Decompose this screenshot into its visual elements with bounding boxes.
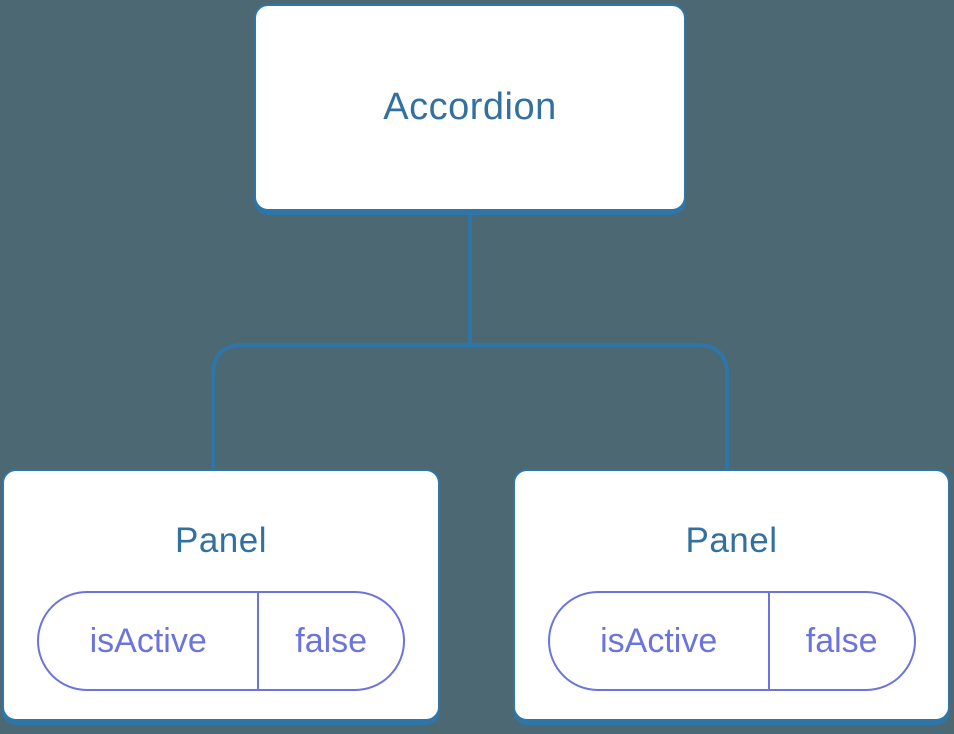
- state-value: false: [295, 621, 368, 660]
- tree-node-panel-2: Panel isActive false: [513, 469, 950, 721]
- state-pill: isActive false: [37, 591, 405, 691]
- tree-node-panel-1: Panel isActive false: [2, 469, 440, 721]
- state-name: isActive: [39, 593, 260, 689]
- state-name: isActive: [550, 593, 770, 689]
- node-title-panel-1: Panel: [174, 521, 268, 560]
- state-pill: isActive false: [547, 591, 916, 691]
- state-value: false: [805, 621, 878, 660]
- node-title-accordion: Accordion: [383, 86, 557, 128]
- node-title-panel-2: Panel: [685, 521, 778, 560]
- connector-branches: [211, 343, 729, 470]
- tree-node-accordion: Accordion: [254, 4, 686, 211]
